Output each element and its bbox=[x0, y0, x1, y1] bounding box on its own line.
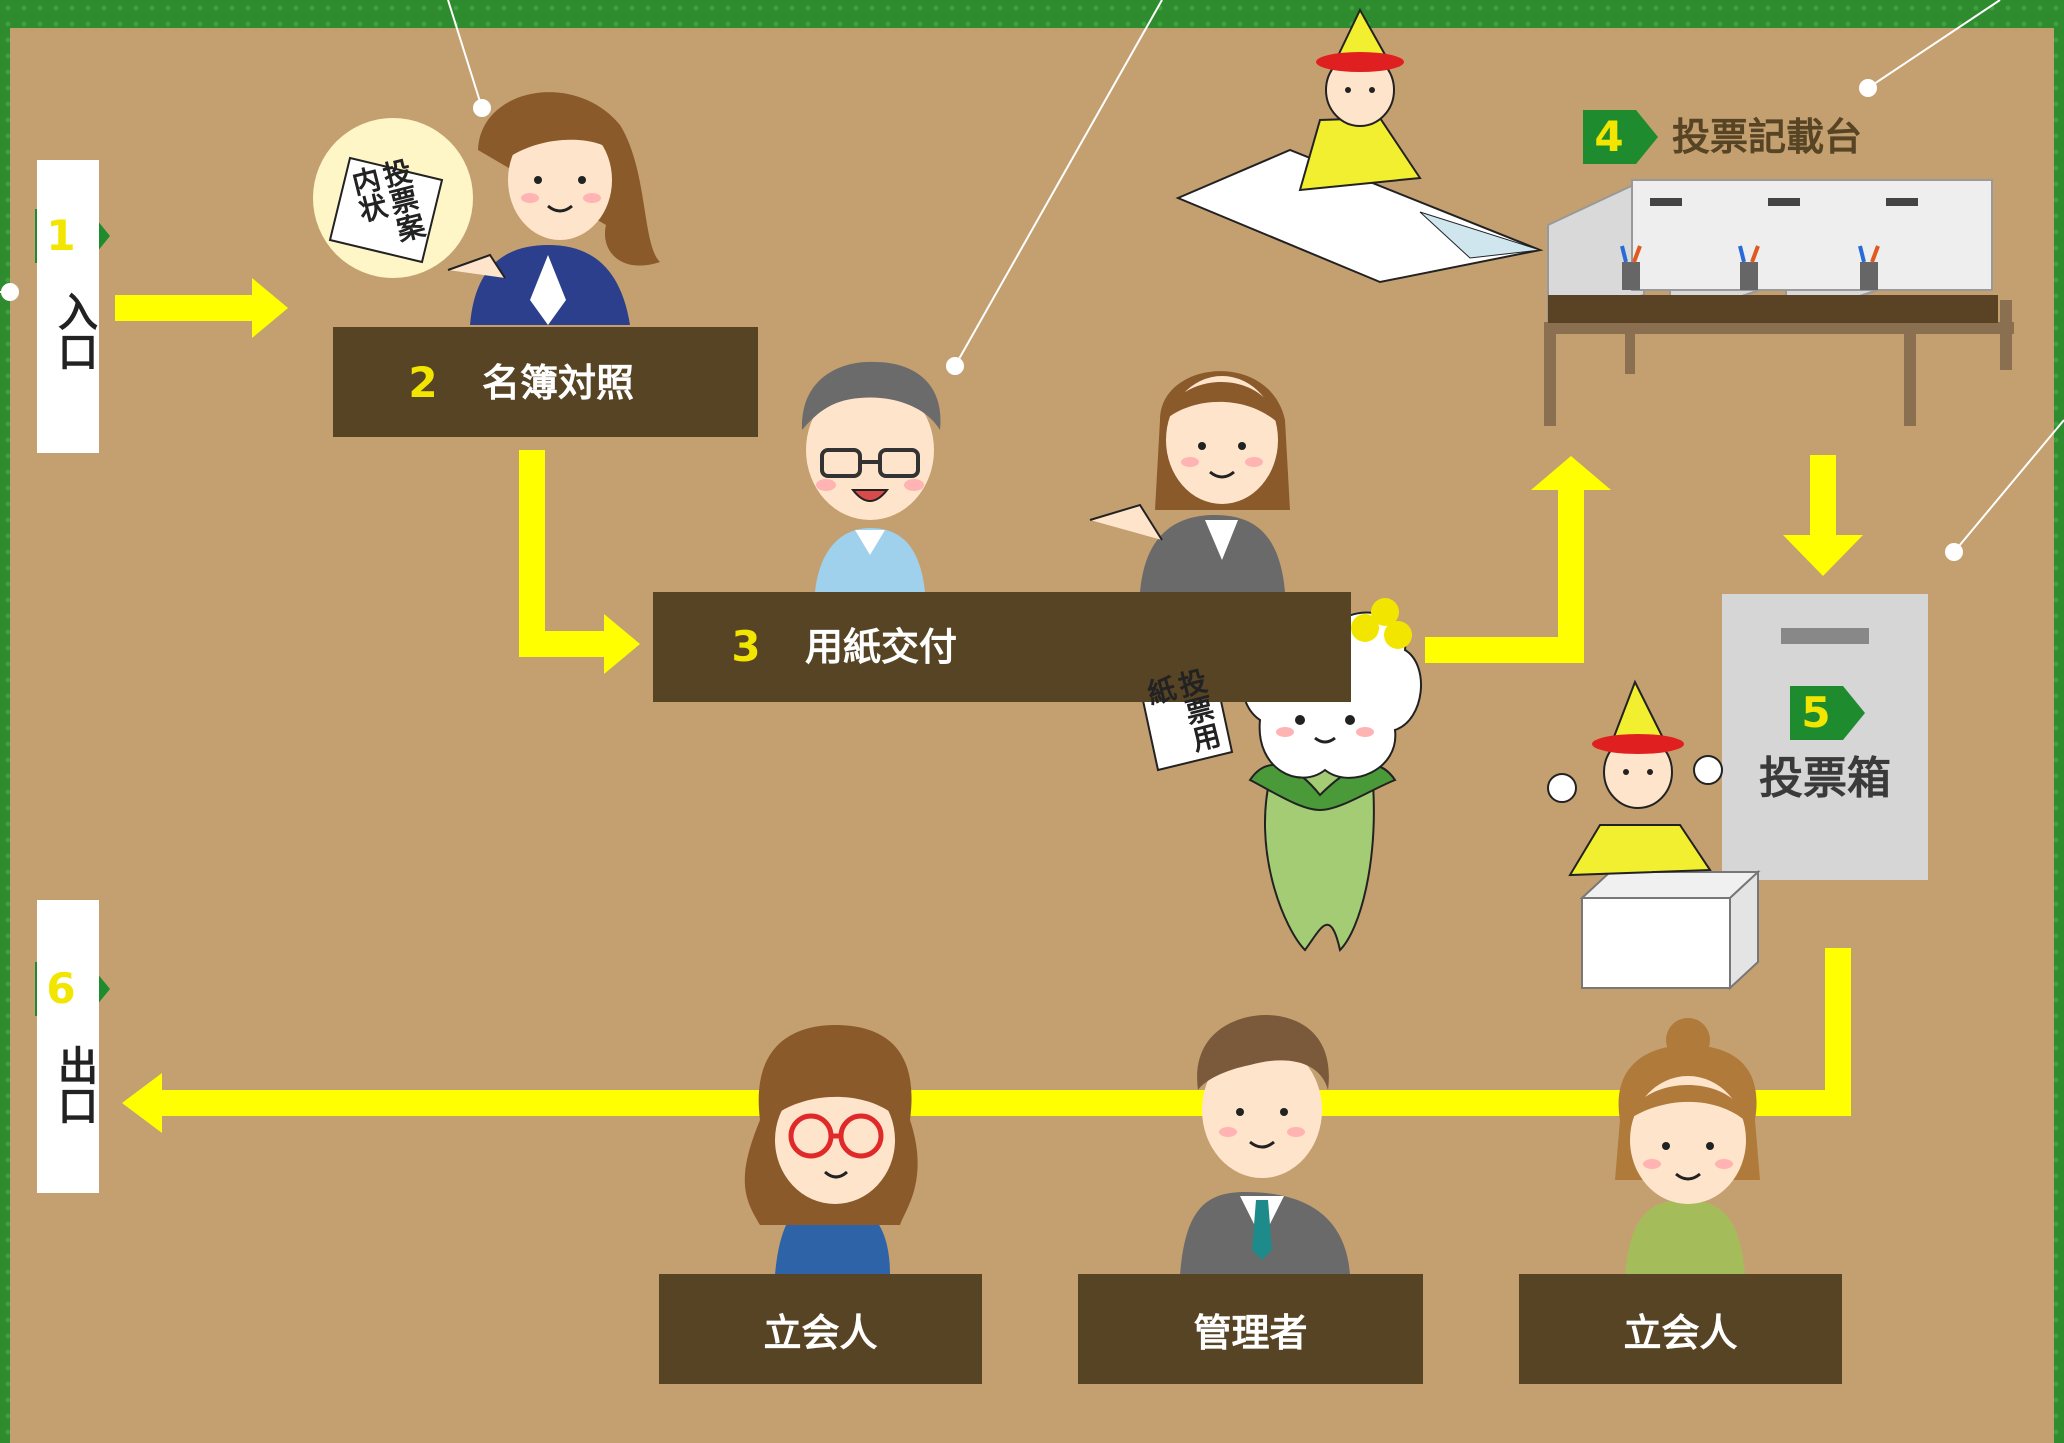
entrance-label: 入口 bbox=[51, 291, 97, 371]
role-box: 管理者 bbox=[1078, 1274, 1423, 1384]
step-number: 3 bbox=[731, 622, 761, 671]
station-label: 投票箱 bbox=[1759, 753, 1891, 804]
flow-arrows bbox=[115, 278, 1863, 1133]
step-number: 6 bbox=[46, 964, 76, 1013]
station-ballot-issue bbox=[653, 592, 1351, 702]
step-number: 5 bbox=[1801, 688, 1831, 737]
exit-label: 出口 bbox=[51, 1045, 97, 1125]
step-number: 1 bbox=[46, 211, 76, 260]
receptionist-figure bbox=[447, 92, 660, 325]
role-label: 立会人 bbox=[763, 1311, 878, 1355]
exit-panel bbox=[37, 900, 99, 1193]
mascot-girl-figure bbox=[1175, 7, 1544, 284]
notice-card bbox=[328, 156, 444, 264]
step-number: 4 bbox=[1594, 112, 1624, 161]
role-label: 立会人 bbox=[1623, 1311, 1738, 1355]
witness-figure bbox=[744, 1025, 918, 1275]
entrance-panel bbox=[37, 160, 99, 453]
station-label: 投票記載台 bbox=[1672, 115, 1863, 159]
witness-figure bbox=[1615, 1018, 1760, 1275]
role-label: 管理者 bbox=[1193, 1311, 1308, 1355]
callout-lines bbox=[0, 0, 2064, 561]
station-roll-check bbox=[333, 327, 758, 437]
clerk-figure bbox=[1089, 371, 1290, 592]
role-box: 立会人 bbox=[1519, 1274, 1842, 1384]
ballot-box-icon bbox=[1579, 869, 1761, 991]
station-label: 名簿対照 bbox=[482, 361, 635, 405]
mascot-girl-jumping-figure bbox=[1547, 679, 1723, 877]
role-box: 立会人 bbox=[659, 1274, 982, 1384]
voting-booth-icon bbox=[1544, 177, 2014, 426]
step-number: 2 bbox=[408, 358, 438, 407]
ballot-slot bbox=[1781, 628, 1869, 644]
station-label: 用紙交付 bbox=[805, 625, 958, 669]
manager-figure bbox=[1180, 1015, 1350, 1275]
clerk-glasses-figure bbox=[801, 361, 941, 592]
